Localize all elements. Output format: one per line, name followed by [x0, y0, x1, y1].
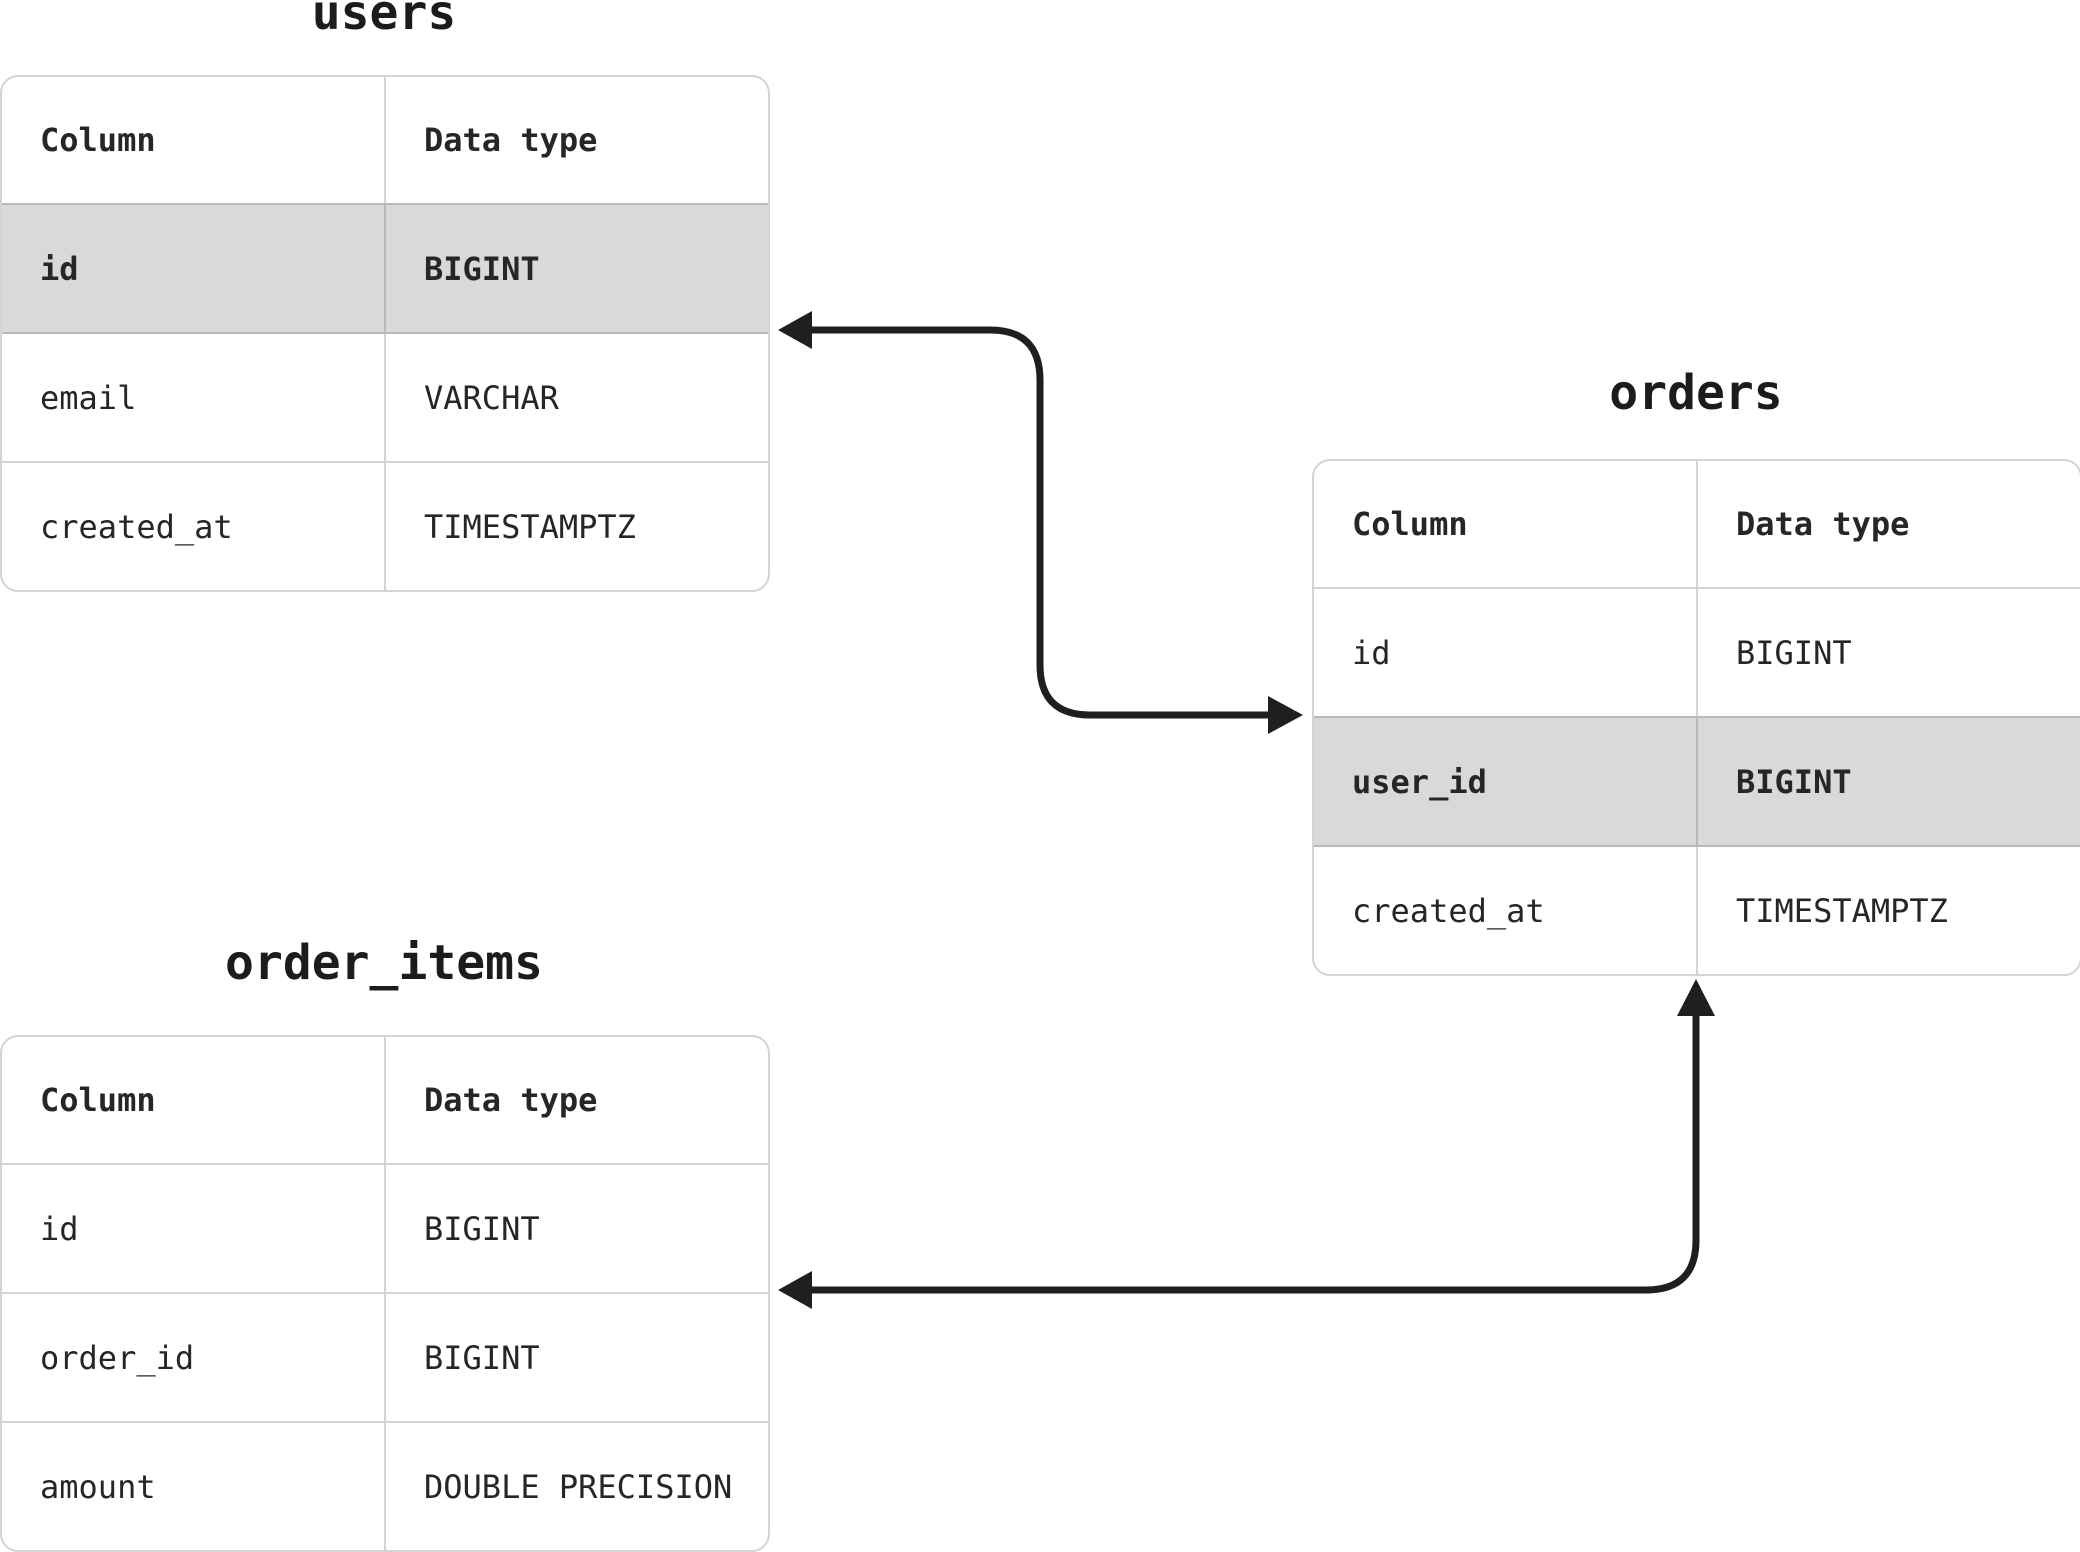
column-type: DOUBLE PRECISION — [424, 1467, 733, 1506]
column-name: email — [2, 334, 386, 461]
orders-order-items-connector — [808, 1004, 1700, 1294]
column-type: BIGINT — [424, 1209, 540, 1248]
column-type: BIGINT — [1736, 762, 1852, 801]
table-row: id BIGINT — [2, 1163, 768, 1292]
table-header-row: Column Data type — [1314, 461, 2080, 587]
header-column: Column — [1314, 461, 1698, 587]
table-row: id BIGINT — [1314, 587, 2080, 716]
arrowhead-orders-user-id — [1268, 696, 1303, 734]
order-items-table-title: order_items — [225, 935, 543, 991]
table-header-row: Column Data type — [2, 1037, 768, 1163]
users-table-grid: Column Data type id BIGINT email VARCHAR… — [0, 75, 770, 592]
header-data-type: Data type — [424, 121, 598, 159]
users-table-title: users — [311, 0, 457, 41]
arrowhead-users-id — [778, 311, 812, 349]
users-orders-connector — [806, 326, 1274, 719]
table-header-row: Column Data type — [2, 77, 768, 203]
header-column: Column — [2, 77, 386, 203]
column-name: order_id — [2, 1294, 386, 1421]
table-row: amount DOUBLE PRECISION — [2, 1421, 768, 1550]
column-name: id — [2, 1165, 386, 1292]
orders-table-title: orders — [1609, 365, 1783, 421]
column-type: TIMESTAMPTZ — [1736, 891, 1948, 930]
header-data-type: Data type — [424, 1081, 598, 1119]
table-row: created_at TIMESTAMPTZ — [1314, 845, 2080, 974]
arrowhead-order-items-order-id — [778, 1271, 812, 1309]
column-name: user_id — [1314, 718, 1698, 845]
orders-table-grid: Column Data type id BIGINT user_id BIGIN… — [1312, 459, 2080, 976]
column-type: TIMESTAMPTZ — [424, 507, 636, 546]
header-data-type: Data type — [1736, 505, 1910, 543]
order-items-table-grid: Column Data type id BIGINT order_id BIGI… — [0, 1035, 770, 1552]
column-type: BIGINT — [424, 249, 540, 288]
column-name: created_at — [1314, 847, 1698, 974]
column-name: amount — [2, 1423, 386, 1550]
table-row: order_id BIGINT — [2, 1292, 768, 1421]
table-row: id BIGINT — [2, 203, 768, 332]
arrowhead-orders — [1677, 979, 1715, 1016]
header-column: Column — [2, 1037, 386, 1163]
column-type: BIGINT — [424, 1338, 540, 1377]
table-row: user_id BIGINT — [1314, 716, 2080, 845]
column-name: id — [2, 205, 386, 332]
table-row: created_at TIMESTAMPTZ — [2, 461, 768, 590]
table-row: email VARCHAR — [2, 332, 768, 461]
column-name: id — [1314, 589, 1698, 716]
column-type: BIGINT — [1736, 633, 1852, 672]
column-name: created_at — [2, 463, 386, 590]
column-type: VARCHAR — [424, 378, 559, 417]
